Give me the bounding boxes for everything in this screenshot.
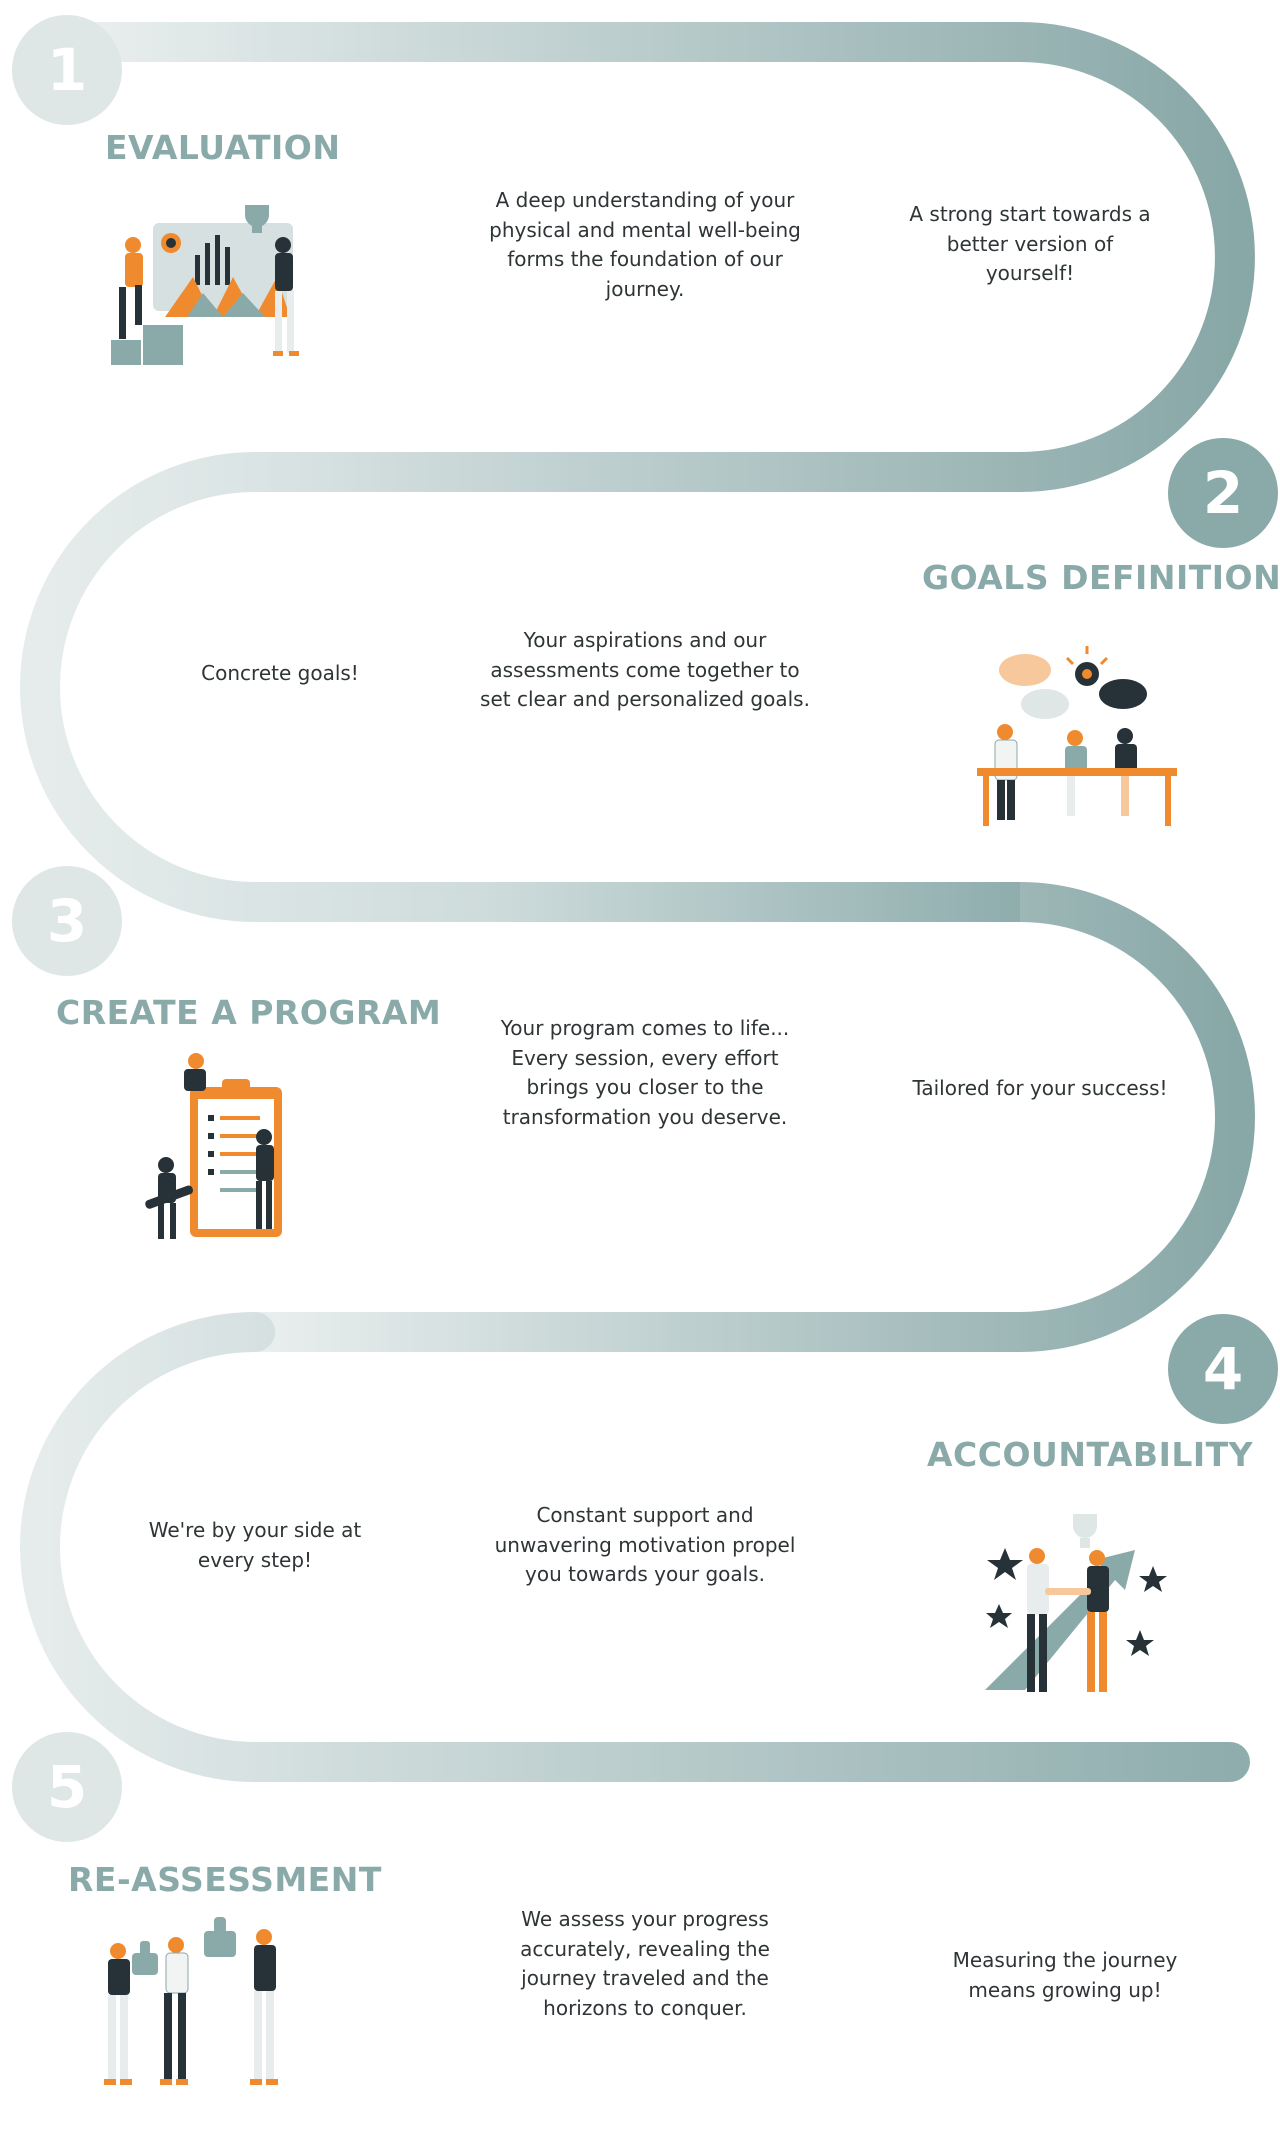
step-2-number: 2 (1202, 459, 1244, 527)
step-2-tagline: Concrete goals! (201, 661, 359, 685)
step-2-title: GOALS DEFINITION (922, 558, 1280, 597)
step-3-number: 3 (46, 887, 88, 955)
step-5-description: We assess your progress accurately, reve… (520, 1907, 770, 2020)
step-4-description: Constant support and unwavering motivati… (494, 1503, 796, 1586)
road-segment-1 (60, 21, 1255, 492)
step-5-tagline: Measuring the journey means growing up! (952, 1948, 1178, 2002)
road-segment-3 (255, 882, 1255, 1352)
step-1-number: 1 (46, 36, 88, 104)
step-3-number-badge: 3 (12, 866, 122, 976)
handshake-trophy-illustration (985, 1514, 1167, 1692)
step-1-tagline: A strong start towards a better version … (909, 202, 1151, 285)
step-4-title: ACCOUNTABILITY (927, 1435, 1254, 1474)
step-4-tagline: We're by your side at every step! (148, 1518, 362, 1572)
step-2-description: Your aspirations and our assessments com… (480, 628, 810, 711)
step-5-title: RE-ASSESSMENT (68, 1860, 382, 1899)
team-meeting-illustration (977, 646, 1177, 826)
step-5-number-badge: 5 (12, 1732, 122, 1842)
evaluation-illustration (111, 205, 299, 365)
step-5-number: 5 (46, 1753, 88, 1821)
step-3-tagline: Tailored for your success! (912, 1076, 1168, 1100)
road-segment-4 (20, 1312, 1250, 1782)
step-3-description: Your program comes to life... Every sess… (500, 1016, 790, 1129)
step-4-number: 4 (1202, 1335, 1244, 1403)
checklist-illustration (145, 1053, 282, 1239)
step-2-number-badge: 2 (1168, 438, 1278, 548)
step-3-title: CREATE A PROGRAM (56, 993, 442, 1032)
thumbs-up-team-illustration (104, 1917, 278, 2085)
step-1-title: EVALUATION (105, 128, 341, 167)
step-1-description: A deep understanding of your physical an… (489, 188, 801, 301)
step-4-number-badge: 4 (1168, 1314, 1278, 1424)
step-1-number-badge: 1 (12, 15, 122, 125)
road-segment-2 (20, 452, 1020, 922)
